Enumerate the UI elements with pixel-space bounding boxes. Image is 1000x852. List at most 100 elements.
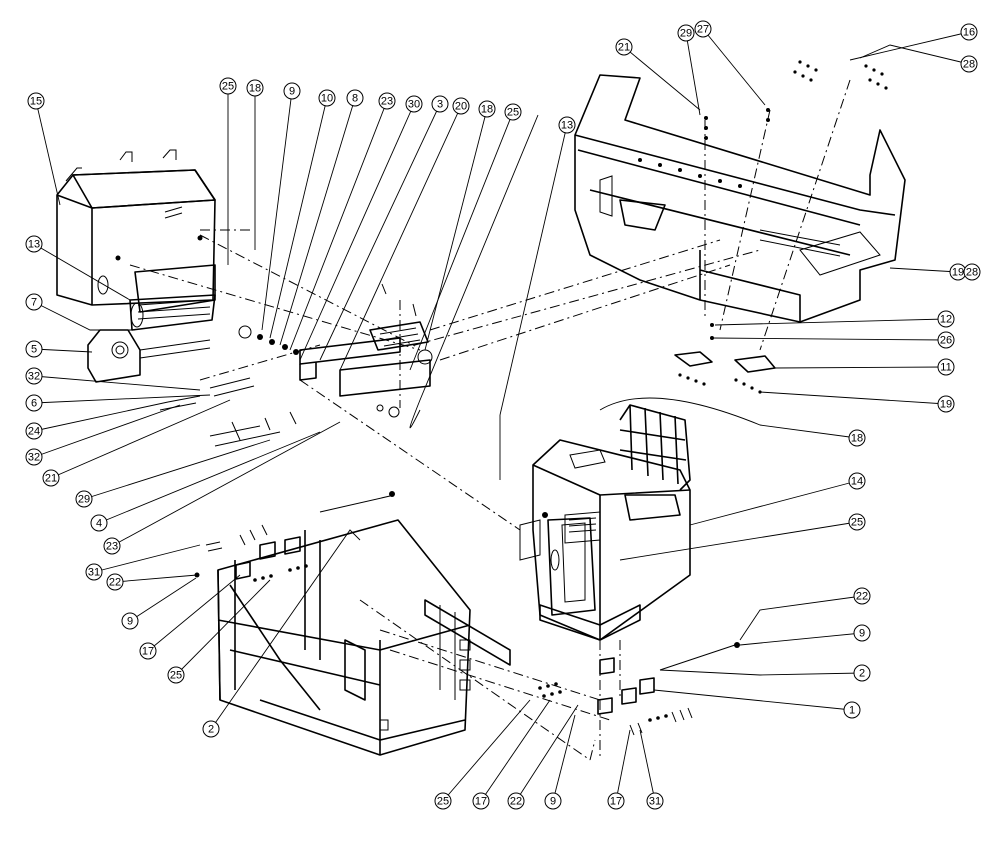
spinner-shaft-assembly <box>159 283 433 447</box>
callout-balloon-2: 2 <box>202 720 220 738</box>
callout-balloon-24: 24 <box>25 422 43 440</box>
callout-balloon-22: 22 <box>106 573 124 591</box>
callout-balloon-32: 32 <box>25 448 43 466</box>
callout-balloon-30: 30 <box>405 95 423 113</box>
callout-number: 15 <box>30 96 42 108</box>
callout-balloon-29: 29 <box>677 24 695 42</box>
callout-number: 25 <box>170 670 182 682</box>
callout-balloon-11: 11 <box>937 358 955 376</box>
mounting-frame <box>217 519 511 756</box>
callout-number: 31 <box>88 567 100 579</box>
callout-number: 13 <box>28 239 40 251</box>
callout-number: 12 <box>940 314 952 326</box>
callout-number: 14 <box>851 476 863 488</box>
callout-number: 25 <box>437 796 449 808</box>
callout-balloon-21: 21 <box>42 469 60 487</box>
callout-balloon-25: 25 <box>848 513 866 531</box>
callout-balloon-3: 3 <box>431 95 449 113</box>
callout-number: 7 <box>31 297 37 309</box>
callout-balloon-13: 13 <box>558 116 576 134</box>
callout-balloon-17: 17 <box>139 642 157 660</box>
callout-number: 9 <box>127 616 133 628</box>
callout-number: 20 <box>455 101 467 113</box>
callout-number: 9 <box>550 796 556 808</box>
callout-number: 13 <box>561 120 573 132</box>
callout-balloon-23: 23 <box>378 92 396 110</box>
callout-number: 29 <box>78 494 90 506</box>
callout-balloon-28: 28 <box>963 263 981 281</box>
callout-balloon-17: 17 <box>472 792 490 810</box>
callout-number: 4 <box>96 518 102 530</box>
hopper-assembly <box>56 149 216 331</box>
callout-balloon-22: 22 <box>507 792 525 810</box>
callout-balloon-25: 25 <box>434 792 452 810</box>
callout-number: 25 <box>222 81 234 93</box>
callout-balloon-31: 31 <box>646 792 664 810</box>
callout-number: 2 <box>859 668 865 680</box>
gearbox-assembly <box>87 329 211 383</box>
callout-balloon-19: 19 <box>949 263 967 281</box>
callout-balloon-14: 14 <box>848 472 866 490</box>
callout-balloon-7: 7 <box>25 293 43 311</box>
callout-number: 18 <box>249 83 261 95</box>
callout-balloon-31: 31 <box>85 563 103 581</box>
callout-number: 18 <box>851 433 863 445</box>
callout-number: 28 <box>963 59 975 71</box>
callout-balloon-6: 6 <box>25 394 43 412</box>
callout-number: 9 <box>289 86 295 98</box>
callout-balloon-15: 15 <box>27 92 45 110</box>
callout-number: 11 <box>940 362 951 374</box>
callout-number: 31 <box>649 796 661 808</box>
callout-balloon-25: 25 <box>504 103 522 121</box>
callout-number: 19 <box>952 267 964 279</box>
callout-balloon-21: 21 <box>615 38 633 56</box>
callout-number: 17 <box>142 646 154 658</box>
callout-balloon-9: 9 <box>283 82 301 100</box>
callout-balloon-25: 25 <box>167 666 185 684</box>
callout-number: 8 <box>352 93 358 105</box>
callout-number: 28 <box>966 267 978 279</box>
leader-lines <box>33 28 970 802</box>
callout-balloon-9: 9 <box>853 624 871 642</box>
callout-balloon-9: 9 <box>544 792 562 810</box>
callout-balloon-22: 22 <box>853 587 871 605</box>
callout-number: 32 <box>28 371 40 383</box>
callout-balloon-8: 8 <box>346 89 364 107</box>
callout-number: 22 <box>109 577 121 589</box>
callout-number: 24 <box>28 426 40 438</box>
callout-number: 32 <box>28 452 40 464</box>
callout-number: 1 <box>849 705 855 717</box>
assembly-centerlines <box>129 79 851 761</box>
callout-balloon-28: 28 <box>960 55 978 73</box>
callout-number: 29 <box>680 28 692 40</box>
callout-number: 2 <box>208 724 214 736</box>
callout-balloon-5: 5 <box>25 340 43 358</box>
callout-number: 22 <box>510 796 522 808</box>
callout-balloon-23: 23 <box>103 537 121 555</box>
callout-number: 17 <box>475 796 487 808</box>
callout-balloon-32: 32 <box>25 367 43 385</box>
callout-number: 26 <box>940 335 952 347</box>
callout-number: 3 <box>437 99 443 111</box>
callout-balloon-9: 9 <box>121 612 139 630</box>
callout-number: 23 <box>381 96 393 108</box>
callout-number: 27 <box>697 24 709 36</box>
callout-number: 22 <box>856 591 868 603</box>
callout-number: 30 <box>408 99 420 111</box>
callout-balloon-18: 18 <box>848 429 866 447</box>
callout-balloon-25: 25 <box>219 77 237 95</box>
callout-number: 19 <box>940 399 952 411</box>
callout-number: 17 <box>610 796 622 808</box>
chute-hardware <box>674 60 888 394</box>
callout-balloon-2: 2 <box>853 664 871 682</box>
callout-number: 18 <box>481 104 493 116</box>
frame-hardware <box>194 491 740 736</box>
callout-balloon-10: 10 <box>318 89 336 107</box>
callout-balloon-12: 12 <box>937 310 955 328</box>
callout-number: 21 <box>618 42 630 54</box>
conveyor-chute-frame <box>574 74 906 323</box>
callout-number: 5 <box>31 344 37 356</box>
